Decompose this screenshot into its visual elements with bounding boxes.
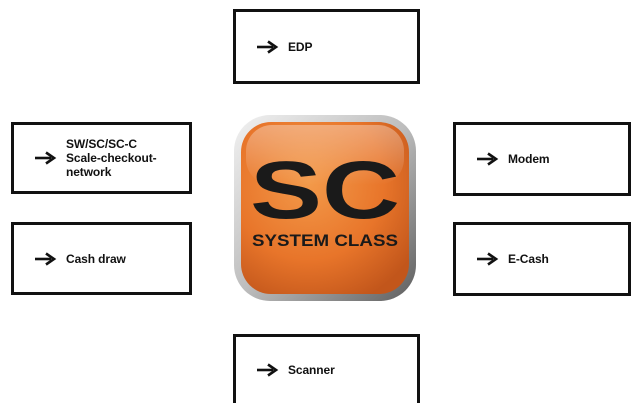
right-arrow-icon — [256, 40, 280, 54]
right-arrow-icon — [34, 252, 58, 266]
node-label-line: Scale-checkout- — [66, 151, 157, 165]
node-scanner: Scanner — [233, 334, 420, 403]
node-e-cash: E-Cash — [453, 222, 631, 296]
right-arrow-icon — [34, 151, 58, 165]
node-label-line: network — [66, 165, 112, 179]
node-sw-sc-scale-network: SW/SC/SC-C Scale-checkout- network — [11, 122, 192, 194]
node-cash-draw: Cash draw — [11, 222, 192, 295]
node-label: E-Cash — [508, 252, 549, 266]
node-label-line: SW/SC/SC-C — [66, 137, 138, 151]
logo-big-text: SC — [250, 145, 400, 236]
logo-shine — [246, 125, 404, 185]
node-label: Modem — [508, 152, 550, 166]
logo-sub-text: SYSTEM CLASS — [252, 231, 398, 250]
node-edp: EDP — [233, 9, 420, 84]
system-class-logo: SC SYSTEM CLASS — [234, 115, 416, 301]
node-label: SW/SC/SC-C Scale-checkout- network — [66, 137, 157, 179]
right-arrow-icon — [476, 252, 500, 266]
node-modem: Modem — [453, 122, 631, 196]
right-arrow-icon — [476, 152, 500, 166]
right-arrow-icon — [256, 363, 280, 377]
node-label: Cash draw — [66, 251, 126, 266]
node-label: EDP — [288, 39, 313, 54]
node-label: Scanner — [288, 363, 335, 377]
